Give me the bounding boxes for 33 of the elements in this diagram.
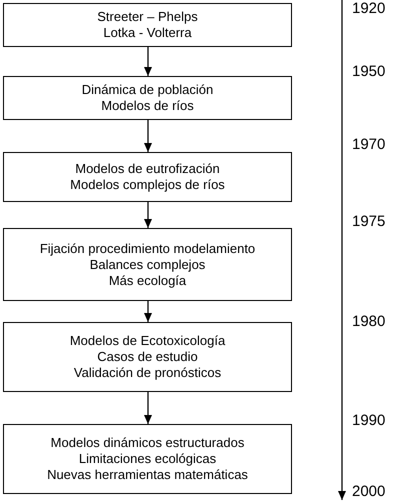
process-box: [3, 424, 292, 494]
arrow: [144, 47, 152, 76]
box-text: Modelos complejos de ríos: [70, 177, 225, 193]
year-label: 1920: [352, 0, 386, 17]
box-text: Modelos de ríos: [101, 98, 194, 114]
box-text: Validación de pronósticos: [74, 365, 222, 381]
year-label: 1990: [352, 412, 386, 429]
box-text: Modelos dinámicos estructurados: [50, 435, 244, 451]
year-label: 1950: [352, 63, 386, 80]
process-box: [3, 152, 292, 202]
box-text: Modelos de eutrofización: [75, 161, 220, 177]
process-box: [3, 322, 292, 392]
arrow: [144, 392, 152, 424]
process-box: [3, 3, 292, 47]
year-label: 1980: [352, 313, 386, 330]
year-label: 1970: [352, 136, 386, 153]
box-text: Fijación procedimiento modelamiento: [40, 240, 256, 256]
box-text: Casos de estudio: [97, 349, 198, 365]
process-box: [3, 76, 292, 120]
box-text: Modelos de Ecotoxicología: [70, 333, 226, 349]
arrow: [144, 301, 152, 322]
box-text: Balances complejos: [90, 256, 206, 272]
arrow: [144, 202, 152, 228]
box-text: Dinámica de población: [82, 82, 214, 98]
year-label: 1975: [352, 213, 386, 230]
box-text: Nuevas herramientas matemáticas: [47, 467, 248, 483]
year-label: 2000: [352, 483, 386, 500]
box-text: Streeter – Phelps: [97, 9, 198, 25]
box-text: Más ecología: [108, 272, 186, 288]
box-text: Limitaciones ecológicas: [78, 451, 216, 467]
box-text: Lotka - Volterra: [103, 25, 192, 41]
process-box: [3, 228, 292, 301]
arrow: [144, 120, 152, 152]
